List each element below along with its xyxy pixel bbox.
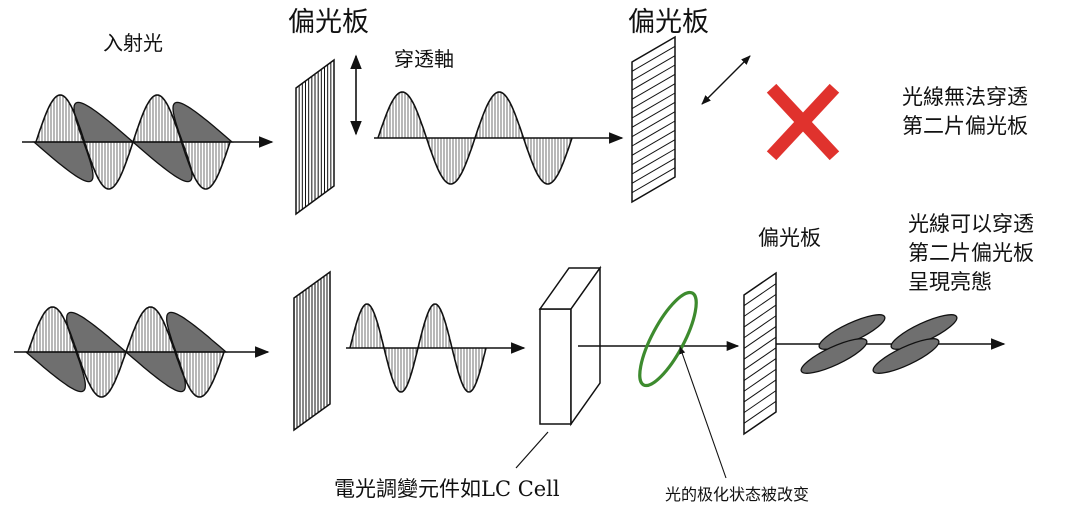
crossed-axis-arrow [701, 55, 751, 105]
plate-line [743, 347, 777, 371]
state-changed-pointer [679, 346, 727, 479]
blocked-text-line2: 第二片偏光板 [902, 114, 1028, 138]
pass-text-line2: 第二片偏光板 [908, 241, 1034, 265]
plate-line [631, 73, 676, 100]
plate-line [631, 129, 676, 156]
wave-lobe [172, 101, 234, 143]
polarizer-1-plate [295, 58, 335, 216]
modulator-label: 電光調變元件如LC Cell [334, 477, 560, 501]
plate-line [743, 326, 777, 349]
output-ellipse-lower [800, 338, 868, 374]
plate-line [743, 304, 777, 328]
plate-line [631, 120, 676, 147]
incident-light-label: 入射光 [103, 31, 163, 55]
plate-line [631, 167, 676, 194]
incident-wave-bottom [24, 306, 228, 398]
plate-line [743, 336, 777, 360]
bottom-row [14, 265, 1006, 479]
plate-line [743, 400, 777, 424]
elliptical-polarization-ellipse [638, 290, 698, 388]
plate-line [631, 139, 676, 166]
plate-line [631, 111, 676, 138]
polarizer-2-label: 偏光板 [628, 7, 709, 38]
plate-line [631, 45, 676, 72]
plate-outline [743, 271, 777, 436]
lc-cell-front [539, 308, 572, 425]
plate-line [631, 64, 676, 91]
output-ellipse-lower [872, 338, 940, 374]
transmission-axis-label: 穿透軸 [394, 47, 454, 71]
top-row [22, 35, 840, 216]
wave-lobe [131, 141, 193, 183]
blocked-text-line1: 光線無法穿透 [902, 85, 1028, 109]
plate-line [743, 390, 777, 414]
red-x-stroke-2 [766, 83, 840, 161]
state-changed-label: 光的极化状态被改变 [665, 485, 809, 504]
wave-lobe [32, 141, 94, 183]
plate-line [631, 157, 676, 184]
plate-line [743, 379, 777, 403]
plate-line [743, 293, 777, 317]
polarizer-1-label: 偏光板 [288, 7, 369, 38]
pass-text-line1: 光線可以穿透 [908, 212, 1034, 236]
lc-cell-pointer [515, 431, 549, 469]
incident-wave-top [32, 94, 234, 190]
plate-line [743, 358, 777, 381]
plate-line [631, 92, 676, 119]
plate-line [631, 101, 676, 128]
plate-line [631, 83, 676, 110]
wave-lobe [166, 311, 228, 353]
red-x-icon [766, 83, 840, 161]
plate-line [631, 148, 676, 175]
pass-text-line3: 呈現亮態 [908, 270, 992, 294]
plate-outline [631, 35, 676, 204]
polarizer-1-plate-bottom [293, 270, 331, 432]
plate-line [631, 55, 676, 82]
wave-lobe [73, 101, 135, 143]
wave-lobe [24, 351, 86, 393]
plate-line [743, 315, 777, 339]
plate-line [743, 368, 777, 392]
polarizer-2-plate [631, 35, 676, 204]
polarizer-2-plate-bottom [743, 271, 777, 436]
plate-line [743, 283, 777, 307]
polarizer-3-label: 偏光板 [758, 226, 821, 250]
output-light-ellipses [800, 314, 958, 374]
